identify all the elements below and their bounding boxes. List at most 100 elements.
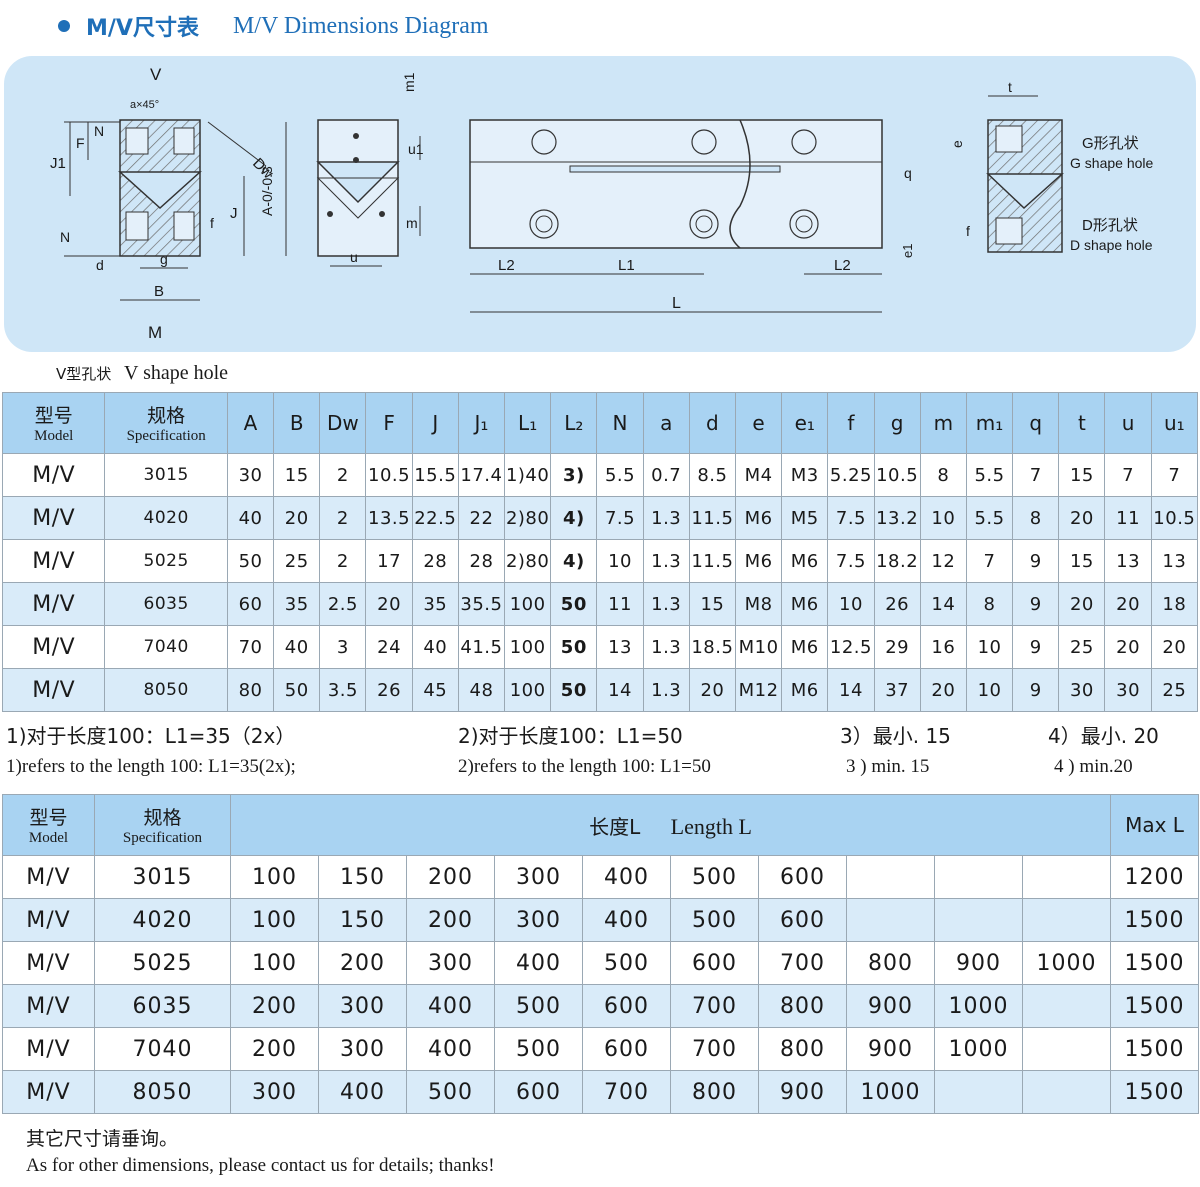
- dimension-diagram-panel: V a×45° J1 F N Dw A-0/-0.3 J f N d g: [4, 56, 1196, 352]
- length-model-header: 型号 Model: [2, 794, 95, 856]
- dim-l2-left: L2: [498, 257, 515, 274]
- spec-value-cell: 5.25: [827, 453, 875, 497]
- note-2-en: 2)refers to the length 100: L1=50: [458, 756, 711, 777]
- spec-value-cell: 2.5: [319, 582, 367, 626]
- spec-column-header: J₁: [457, 392, 506, 454]
- spec-column-header: L₁: [504, 392, 552, 454]
- length-value-cell: 600: [758, 898, 847, 942]
- spec-model-cell: M/V: [1, 453, 106, 497]
- spec-value-cell: 4): [550, 539, 598, 583]
- spec-value-cell: 9: [1012, 539, 1060, 583]
- length-value-cell: 400: [582, 855, 671, 899]
- length-value-cell: 400: [406, 984, 495, 1028]
- length-value-cell: 500: [670, 855, 759, 899]
- spec-value-cell: 50: [550, 582, 598, 626]
- spec-value-cell: 10: [827, 582, 875, 626]
- spec-spec-cell: 5025: [104, 539, 228, 583]
- dim-a: A-0/-0.3: [259, 166, 275, 216]
- length-value-cell: 900: [758, 1070, 847, 1114]
- note-3-zh: 3）最小. 15: [840, 724, 951, 748]
- spec-value-cell: 80: [226, 668, 275, 712]
- note-4-zh: 4）最小. 20: [1048, 724, 1159, 748]
- length-value-cell: 500: [406, 1070, 495, 1114]
- spec-value-cell: 12.5: [827, 625, 875, 669]
- max-l-header: Max L: [1110, 794, 1200, 856]
- spec-value-cell: 11: [596, 582, 644, 626]
- length-value-cell: 500: [582, 941, 671, 985]
- length-model-cell: M/V: [2, 984, 95, 1028]
- length-model-cell: M/V: [2, 855, 95, 899]
- length-value-cell: 600: [582, 984, 671, 1028]
- spec-value-cell: 2)80: [504, 539, 552, 583]
- spec-value-cell: 3): [550, 453, 598, 497]
- spec-value-cell: 28: [411, 539, 459, 583]
- spec-value-cell: M6: [781, 668, 829, 712]
- spec-column-header: t: [1058, 392, 1106, 454]
- length-value-cell: 700: [582, 1070, 671, 1114]
- length-value-cell: 500: [670, 898, 759, 942]
- spec-value-cell: 14: [596, 668, 644, 712]
- spec-value-cell: 10: [919, 496, 967, 540]
- length-value-cell: 600: [582, 1027, 671, 1071]
- spec-column-header: m₁: [965, 392, 1014, 454]
- spec-value-cell: 10.5: [873, 453, 921, 497]
- length-value-cell: [934, 1070, 1023, 1114]
- spec-column-header: B: [273, 392, 321, 454]
- spec-value-cell: 40: [226, 496, 275, 540]
- dim-n-lower: N: [60, 229, 70, 245]
- dim-f-upper: F: [76, 135, 85, 151]
- spec-value-cell: 50: [273, 668, 321, 712]
- spec-value-cell: 7.5: [827, 539, 875, 583]
- spec-model-cell: M/V: [1, 539, 106, 583]
- spec-value-cell: 20: [1104, 625, 1152, 669]
- spec-value-cell: 50: [226, 539, 275, 583]
- length-value-cell: [1021, 898, 1112, 942]
- spec-value-cell: 30: [1058, 668, 1106, 712]
- spec-value-cell: 14: [919, 582, 967, 626]
- spec-column-header: d: [688, 392, 736, 454]
- spec-value-cell: M5: [781, 496, 829, 540]
- spec-column-header: g: [873, 392, 921, 454]
- length-value-cell: 300: [494, 855, 583, 899]
- spec-value-cell: 2)80: [504, 496, 552, 540]
- length-value-cell: 1000: [846, 1070, 935, 1114]
- length-value-cell: [934, 855, 1023, 899]
- notes-zh: 1)对于长度100：L1=35（2x） 2)对于长度100：L1=50 3）最小…: [6, 720, 1196, 750]
- spec-value-cell: 25: [1150, 668, 1199, 712]
- spec-value-cell: M12: [734, 668, 783, 712]
- spec-spec-cell: 3015: [104, 453, 228, 497]
- dim-j1: J1: [50, 155, 66, 172]
- length-value-cell: 150: [318, 855, 407, 899]
- footer-note-zh: 其它尺寸请垂询。: [26, 1128, 179, 1150]
- length-value-cell: 200: [318, 941, 407, 985]
- spec-value-cell: 3: [319, 625, 367, 669]
- spec-value-cell: 12: [919, 539, 967, 583]
- spec-column-header: f: [827, 392, 875, 454]
- spec-value-cell: 10: [965, 668, 1014, 712]
- hole-shape-view: t e f G形孔状 G shape hole D形孔状 D shape hol…: [949, 79, 1153, 253]
- spec-model-cell: M/V: [1, 625, 106, 669]
- spec-value-cell: 1.3: [642, 625, 690, 669]
- spec-value-cell: 8: [965, 582, 1014, 626]
- spec-column-header: e₁: [781, 392, 829, 454]
- spec-value-cell: 10.5: [1150, 496, 1199, 540]
- spec-value-cell: 11.5: [688, 496, 736, 540]
- spec-column-header: u: [1104, 392, 1152, 454]
- spec-value-cell: 1)40: [504, 453, 552, 497]
- spec-value-cell: 13: [596, 625, 644, 669]
- spec-value-cell: 60: [226, 582, 275, 626]
- note-1-en: 1)refers to the length 100: L1=35(2x);: [6, 756, 296, 777]
- length-value-cell: 300: [494, 898, 583, 942]
- dim-f-hole: f: [966, 223, 970, 239]
- spec-value-cell: 16: [919, 625, 967, 669]
- spec-value-cell: 7.5: [827, 496, 875, 540]
- page-header: M/V尺寸表 M/V Dimensions Diagram: [58, 8, 489, 44]
- spec-value-cell: 1.3: [642, 668, 690, 712]
- length-value-cell: 1000: [934, 1027, 1023, 1071]
- spec-value-cell: 18.2: [873, 539, 921, 583]
- dim-q: q: [904, 165, 912, 181]
